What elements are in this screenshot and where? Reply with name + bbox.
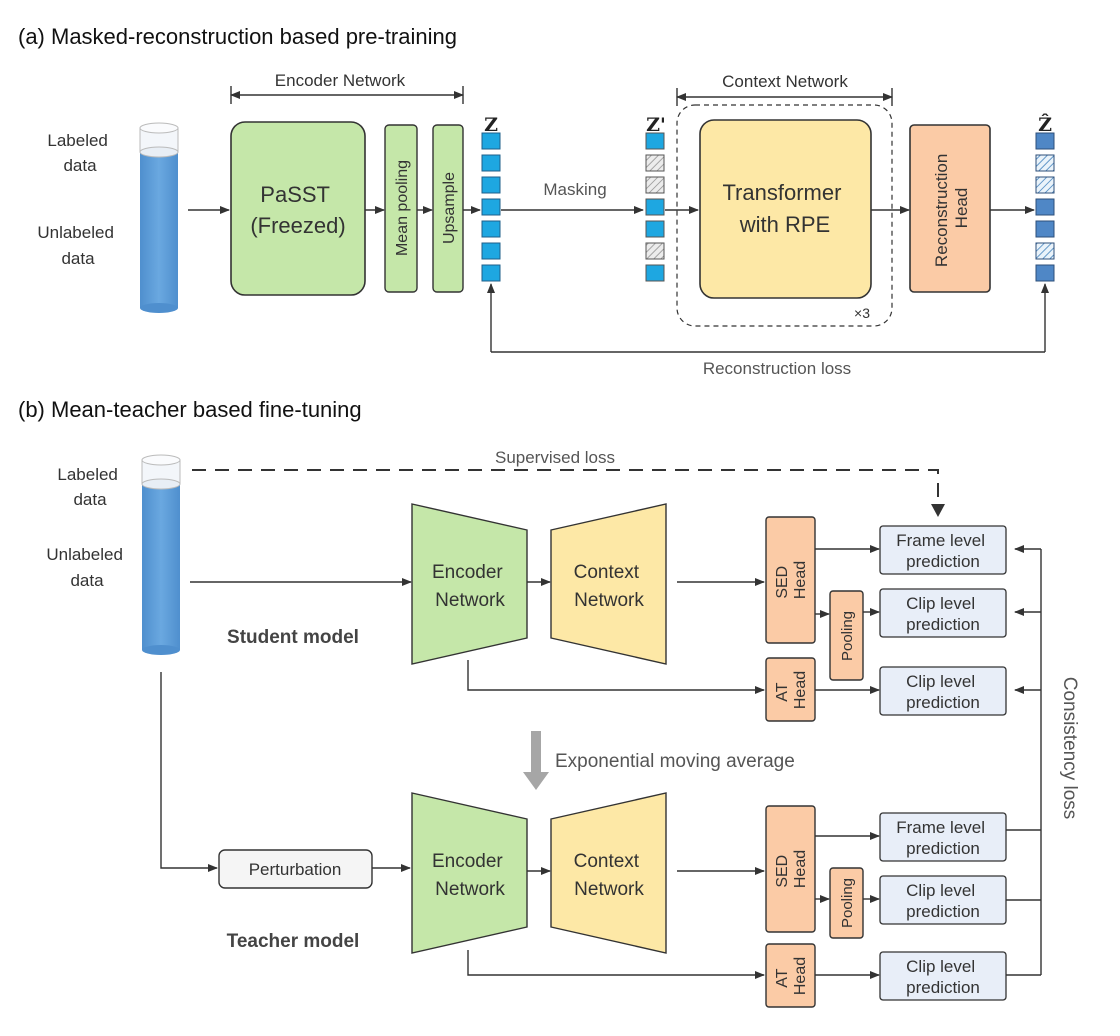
arrow-input-to-perturbation [160, 672, 218, 872]
passt-block [230, 121, 366, 296]
student-clip-prediction-box-2 [879, 666, 1007, 716]
student-encoder-trapezoid [411, 503, 528, 665]
student-context-label: Context Network [574, 562, 645, 611]
z-prime-label: Z' [646, 114, 666, 136]
z-prime-token-column [645, 132, 665, 282]
input-labeled-a: Labeled data [47, 131, 112, 175]
transformer-label: Transformer with RPE [722, 180, 847, 237]
supervised-loss-path [192, 469, 945, 517]
consistency-loss-path [1006, 545, 1042, 976]
data-cylinder-a [139, 122, 179, 313]
teacher-pooling-label: Pooling [839, 878, 856, 928]
student-encoder-label: Encoder Network [432, 562, 508, 611]
perturbation-label: Perturbation [249, 860, 342, 879]
input-unlabeled-a: Unlabeled data [37, 223, 118, 268]
masking-label: Masking [543, 180, 606, 199]
teacher-context-trapezoid [550, 792, 667, 954]
reconstruction-head-label: Reconstruction Head [932, 149, 971, 267]
repeat-x3-label: ×3 [854, 305, 870, 321]
teacher-clip-prediction-box-2 [879, 951, 1007, 1001]
encoder-network-label: Encoder Network [275, 71, 406, 90]
teacher-at-head-label: AT Head [774, 957, 809, 995]
reconstruction-loss-loop [487, 283, 1049, 353]
arrow-student-encoder-to-at [467, 660, 765, 694]
passt-label: PaSST (Freezed) [250, 182, 345, 238]
section-a-title: (a) Masked-reconstruction based pre-trai… [18, 24, 457, 49]
ema-label: Exponential moving average [555, 751, 795, 772]
student-at-head-label: AT Head [774, 671, 809, 709]
student-pooling-block [829, 590, 864, 681]
teacher-clip-prediction-label-2: Clip level prediction [906, 957, 980, 997]
teacher-sed-head-label: SED Head [774, 850, 809, 888]
mean-pooling-label: Mean pooling [394, 160, 411, 256]
reconstruction-loss-label: Reconstruction loss [703, 359, 851, 378]
student-frame-prediction-label: Frame level prediction [896, 531, 990, 571]
student-clip-prediction-label-2: Clip level prediction [906, 672, 980, 712]
z-token-column [481, 132, 501, 282]
student-clip-prediction-box-1 [879, 588, 1007, 638]
z-hat-token-column [1035, 132, 1055, 282]
arrow-teacher-encoder-to-at [467, 950, 765, 979]
reconstruction-head-block [909, 124, 991, 293]
mean-pooling-block [384, 124, 418, 293]
teacher-frame-prediction-label: Frame level prediction [896, 818, 990, 858]
z-label: Z [484, 114, 498, 136]
input-unlabeled-b: Unlabeled data [46, 545, 127, 590]
student-context-trapezoid [550, 503, 667, 665]
consistency-loss-label: Consistency loss [1059, 677, 1080, 820]
data-cylinder-b [141, 454, 181, 655]
teacher-context-label: Context Network [574, 851, 645, 900]
teacher-model-label: Teacher model [227, 931, 360, 952]
student-model-label: Student model [227, 627, 359, 648]
supervised-loss-label: Supervised loss [495, 448, 615, 467]
student-pooling-label: Pooling [839, 611, 856, 661]
student-sed-head-label: SED Head [774, 561, 809, 599]
student-clip-prediction-label-1: Clip level prediction [906, 594, 980, 634]
transformer-block [699, 119, 872, 299]
teacher-clip-prediction-label-1: Clip level prediction [906, 881, 980, 921]
teacher-pooling-block [829, 867, 864, 939]
section-b-title: (b) Mean-teacher based fine-tuning [18, 397, 362, 422]
student-sed-head [765, 516, 816, 644]
context-dashed-frame [676, 104, 893, 327]
teacher-encoder-trapezoid [411, 792, 528, 954]
encoder-network-bracket [230, 86, 464, 104]
context-network-label: Context Network [722, 72, 848, 91]
z-hat-label: Ẑ [1038, 113, 1052, 136]
teacher-sed-head [765, 805, 816, 933]
teacher-frame-prediction-box [879, 812, 1007, 862]
context-network-bracket [676, 88, 893, 106]
ema-arrow [523, 731, 549, 790]
upsample-label: Upsample [441, 172, 458, 244]
student-frame-prediction-box [879, 525, 1007, 575]
input-labeled-b: Labeled data [57, 465, 122, 509]
perturbation-block [218, 849, 373, 889]
upsample-block [432, 124, 464, 293]
teacher-encoder-label: Encoder Network [432, 851, 508, 900]
